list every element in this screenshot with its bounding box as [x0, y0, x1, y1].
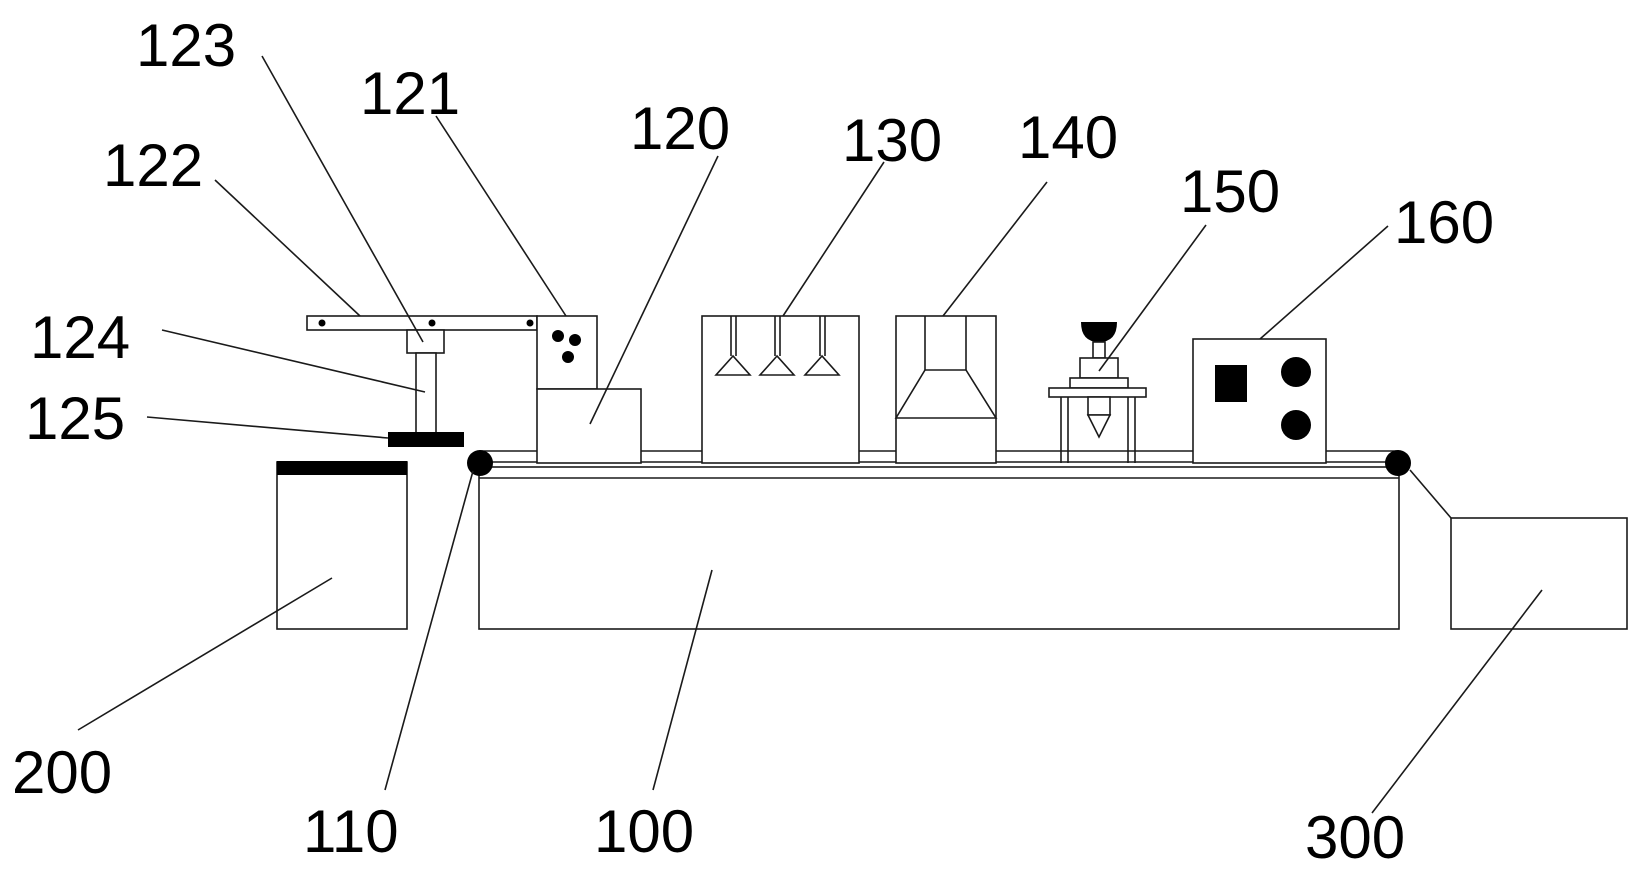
drive-box-121 [536, 315, 598, 390]
right-roller [1385, 450, 1411, 476]
left-roller [467, 450, 493, 476]
leader-lines [77, 55, 1543, 814]
label-130: 130 [842, 107, 942, 174]
control-box-160 [1192, 338, 1327, 464]
label-300: 300 [1305, 804, 1405, 871]
main-body-100 [478, 466, 1400, 630]
press-tool-150 [1048, 322, 1147, 463]
label-121: 121 [360, 60, 460, 127]
label-120: 120 [630, 95, 730, 162]
gantry-arm-122 [306, 315, 538, 331]
label-110: 110 [303, 798, 399, 865]
label-125: 125 [25, 385, 125, 452]
bin-300 [1409, 469, 1628, 630]
station-box-120 [536, 388, 642, 464]
label-122: 122 [103, 132, 203, 199]
label-160: 160 [1394, 189, 1494, 256]
gripper-plate-125 [388, 432, 464, 447]
label-100: 100 [594, 798, 694, 865]
label-123: 123 [136, 12, 236, 79]
vertical-rod-124 [415, 352, 437, 434]
label-150: 150 [1180, 158, 1280, 225]
slider-block-123 [406, 329, 445, 354]
label-200: 200 [12, 739, 112, 806]
bin-200 [276, 461, 408, 630]
labels: 123 121 122 120 130 140 150 160 124 125 … [12, 12, 1494, 871]
hood-station-140 [894, 315, 998, 464]
label-124: 124 [30, 304, 130, 371]
label-140: 140 [1018, 104, 1118, 171]
nozzle-station-130 [701, 315, 860, 464]
